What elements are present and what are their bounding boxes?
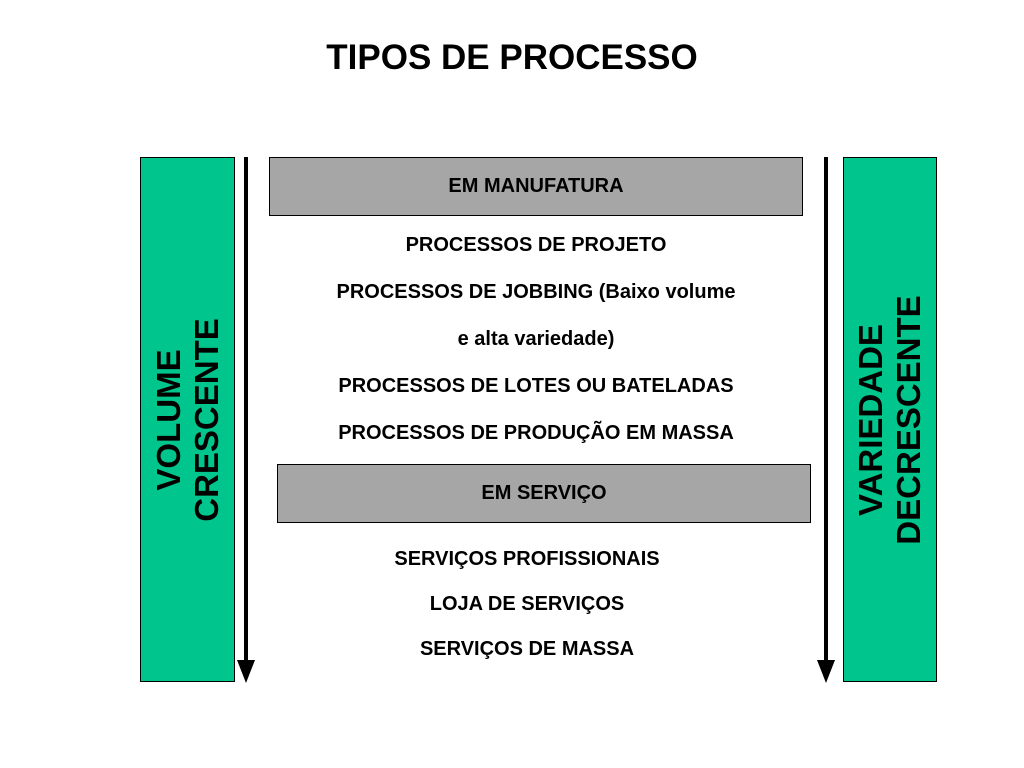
servico-list: SERVIÇOS PROFISSIONAIS LOJA DE SERVIÇOS …: [277, 537, 777, 672]
manufatura-item: PROCESSOS DE JOBBING (Baixo volume: [336, 281, 736, 303]
manufatura-list: PROCESSOS DE PROJETO PROCESSOS DE JOBBIN…: [269, 222, 803, 457]
down-arrow-left: [236, 157, 256, 683]
down-arrow-right: [816, 157, 836, 683]
manufatura-header: EM MANUFATURA: [269, 157, 803, 216]
variedade-decrescente-label: VARIEDADE DECRESCENTE: [852, 295, 928, 544]
volume-line-1: VOLUME: [149, 348, 187, 491]
variedade-line-2: DECRESCENTE: [890, 294, 927, 545]
volume-crescente-label: VOLUME CRESCENTE: [150, 318, 226, 522]
servico-header: EM SERVIÇO: [277, 464, 811, 523]
manufatura-item: PROCESSOS DE PROJETO: [405, 234, 667, 256]
page-title: TIPOS DE PROCESSO: [326, 38, 698, 77]
servico-item: LOJA DE SERVIÇOS: [429, 593, 625, 615]
servico-item: SERVIÇOS PROFISSIONAIS: [394, 548, 660, 570]
servico-item: SERVIÇOS DE MASSA: [419, 638, 635, 660]
variedade-line-1: VARIEDADE: [852, 323, 889, 516]
manufatura-item: PROCESSOS DE LOTES OU BATELADAS: [338, 375, 734, 397]
volume-line-2: CRESCENTE: [187, 317, 225, 522]
variedade-decrescente-bar: VARIEDADE DECRESCENTE: [843, 157, 937, 682]
arrow-head: [237, 660, 255, 683]
volume-crescente-bar: VOLUME CRESCENTE: [140, 157, 235, 682]
manufatura-header-label: EM MANUFATURA: [448, 175, 624, 197]
servico-header-label: EM SERVIÇO: [481, 482, 607, 504]
arrow-head: [817, 660, 835, 683]
manufatura-item: PROCESSOS DE PRODUÇÃO EM MASSA: [338, 422, 734, 444]
manufatura-item: e alta variedade): [457, 328, 615, 350]
